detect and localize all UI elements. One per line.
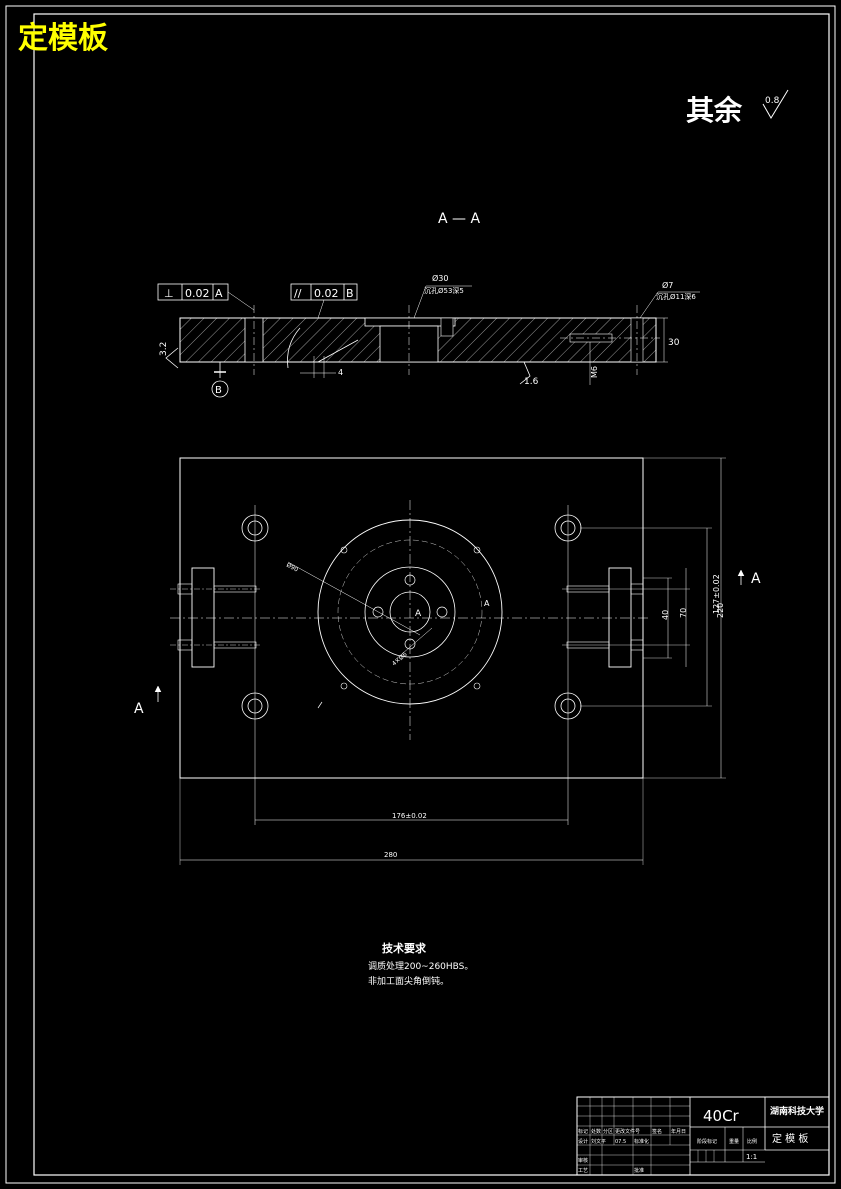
- svg-text:年月日: 年月日: [671, 1128, 686, 1135]
- hole-note: 4×Ø6: [391, 651, 409, 668]
- thread-label: M6: [590, 366, 599, 378]
- svg-text:0.02: 0.02: [185, 287, 210, 300]
- drawing-title: 定模板: [18, 21, 108, 56]
- dim-280: 280: [384, 851, 397, 859]
- dim-70: 70: [679, 608, 688, 618]
- svg-text:重量: 重量: [729, 1138, 739, 1145]
- svg-text:处数: 处数: [591, 1128, 601, 1135]
- svg-text:签名: 签名: [652, 1128, 662, 1135]
- side-block-left: [191, 567, 215, 668]
- inner-frame: [33, 13, 830, 1176]
- svg-text:标准化: 标准化: [634, 1138, 649, 1145]
- title-block: 标记 处数 分区 更改文件号 签名 年月日 设计 刘文平 07.5 标准化 审核…: [576, 1096, 830, 1176]
- tech-line-1: 调质处理200~260HBS。: [368, 960, 473, 972]
- svg-text:工艺: 工艺: [578, 1168, 588, 1174]
- section-view: 4 30 3.2 1.6 M6 Ø30 沉孔Ø53深5 Ø7 沉孔Ø11深6 B: [159, 273, 700, 398]
- tolerance-frame-parallel: // 0.02 B: [290, 283, 358, 319]
- svg-text:刘文平: 刘文平: [591, 1138, 606, 1145]
- svg-text:设计: 设计: [578, 1138, 588, 1145]
- thickness-dim: 30: [668, 338, 680, 348]
- section-arrow-left: A: [134, 701, 144, 717]
- roughness-bottom: 1.6: [524, 377, 539, 387]
- surface-finish-note: 其余 0.8: [686, 89, 789, 127]
- chamfer-dim: 4: [338, 368, 343, 377]
- svg-text:A: A: [215, 287, 223, 300]
- surface-note-text: 其余: [686, 94, 743, 127]
- svg-text:07.5: 07.5: [615, 1139, 626, 1145]
- scale-label: 1:1: [746, 1153, 757, 1161]
- guide-hole-bl: [241, 692, 269, 720]
- material-label: 40Cr: [703, 1107, 740, 1125]
- school-label: 湖南科技大学: [770, 1105, 824, 1117]
- pitch-circle: [364, 566, 456, 658]
- dim-127: 127±0.02: [712, 574, 721, 614]
- svg-text:标记: 标记: [578, 1128, 588, 1135]
- pin-note-label: 沉孔Ø11深6: [656, 292, 696, 301]
- plan-view: Ø90 4×Ø6 A A 40 70 127±0.02: [134, 457, 761, 865]
- tech-title: 技术要求: [382, 941, 427, 955]
- pin-dia-label: Ø7: [662, 280, 673, 290]
- hole-dia-label: Ø30: [432, 273, 448, 283]
- dim-220: 220: [716, 603, 725, 618]
- center-pin: [440, 317, 454, 337]
- guide-hole-tl: [241, 514, 269, 542]
- svg-text:批准: 批准: [634, 1167, 644, 1174]
- svg-text:更改文件号: 更改文件号: [615, 1128, 640, 1135]
- center-bore-circle: [389, 591, 431, 633]
- side-block-right: [608, 567, 632, 668]
- pitch-circle-label: Ø90: [285, 562, 299, 574]
- surface-roughness-value: 0.8: [765, 96, 780, 106]
- tolerance-frame-perpendicular: ⊥ 0.02 A: [157, 283, 255, 311]
- svg-text:B: B: [346, 287, 354, 300]
- section-label: A — A: [438, 211, 480, 227]
- dim-40: 40: [661, 610, 670, 620]
- svg-text:比例: 比例: [747, 1138, 757, 1145]
- tech-requirements: 技术要求 调质处理200~260HBS。 非加工面尖角倒钝。: [368, 941, 473, 987]
- tech-line-2: 非加工面尖角倒钝。: [368, 975, 449, 987]
- counterbore-circle: [317, 519, 503, 705]
- angle-label: A: [484, 599, 490, 608]
- part-name-label: 定 模 板: [772, 1132, 808, 1145]
- svg-text:分区: 分区: [603, 1128, 613, 1135]
- hole-note-label: 沉孔Ø53深5: [424, 286, 464, 295]
- svg-text://: //: [294, 287, 302, 300]
- center-label: A: [415, 609, 422, 619]
- svg-text:阶段标记: 阶段标记: [697, 1138, 717, 1145]
- svg-text:0.02: 0.02: [314, 287, 339, 300]
- section-arrow-right: A: [751, 571, 761, 587]
- svg-text:⊥: ⊥: [164, 287, 174, 300]
- svg-text:审核: 审核: [578, 1157, 588, 1164]
- datum-b-label: B: [215, 385, 222, 396]
- roughness-symbol-icon: [762, 89, 789, 119]
- outer-border: [5, 5, 836, 1184]
- dim-176: 176±0.02: [392, 812, 427, 820]
- roughness-left: 3.2: [159, 342, 169, 356]
